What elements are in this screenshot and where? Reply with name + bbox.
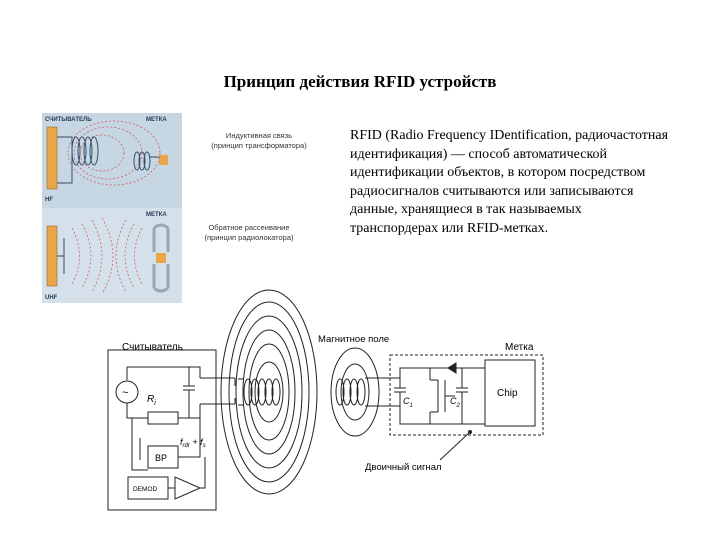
tag-label-bottom: МЕТКА xyxy=(146,212,167,218)
tag-label-top: МЕТКА xyxy=(146,117,167,123)
page-title: Принцип действия RFID устройств xyxy=(223,72,497,91)
inductive-coupling-caption-line1: Индуктивная связь xyxy=(225,131,293,140)
hf-label: HF xyxy=(45,197,53,203)
inductive-coupling-drawing xyxy=(46,120,168,190)
backscatter-caption-line2: (принцип радиолокатора) xyxy=(204,233,294,242)
source-symbol: ~ xyxy=(122,387,128,399)
resistor-ri xyxy=(147,411,179,425)
c1-label: C1 xyxy=(403,396,413,409)
binary-signal-label: Двоичный сигнал xyxy=(365,462,442,473)
chip-block xyxy=(484,359,536,427)
c2-subscript: 2 xyxy=(456,403,461,409)
amplifier-symbol xyxy=(174,476,202,500)
freq-plus: + f xyxy=(190,437,204,447)
freq-s: s xyxy=(203,443,206,449)
rfid-description: RFID (Radio Frequency IDentification, ра… xyxy=(350,128,669,236)
demod-label: DEMOD xyxy=(133,486,158,493)
tag-box xyxy=(389,354,544,436)
inductive-coupling-caption: Индуктивная связь (принцип трансформатор… xyxy=(194,131,324,151)
chip-label: Chip xyxy=(497,388,518,399)
c2-label: C2 xyxy=(450,396,461,409)
ri-subscript: i xyxy=(154,400,156,407)
c1-letter: C xyxy=(403,396,410,406)
tag-title: Метка xyxy=(505,342,534,353)
frequency-label: frdr + fs xyxy=(180,437,206,449)
backscatter-caption-line1: Обратное рассеивание xyxy=(208,223,290,232)
reader-title: Считыватель xyxy=(122,342,183,353)
backscatter-illustration: МЕТКА UHF xyxy=(42,208,182,303)
inductive-coupling-caption-line2: (принцип трансформатора) xyxy=(211,141,307,150)
backscatter-caption: Обратное рассеивание (принцип радиолокат… xyxy=(184,223,314,243)
uhf-label: UHF xyxy=(45,295,58,301)
freq-rdr: rdr xyxy=(183,443,191,449)
bp-label: BP xyxy=(155,453,167,463)
ri-letter: R xyxy=(147,394,154,405)
magnetic-field-label: Магнитное поле xyxy=(318,334,389,345)
reader-label-top: СЧИТЫВАТЕЛЬ xyxy=(45,117,92,123)
inductive-coupling-illustration: СЧИТЫВАТЕЛЬ МЕТКА HF xyxy=(42,113,182,208)
ri-label: Ri xyxy=(147,394,156,407)
backscatter-drawing xyxy=(46,217,170,295)
c1-subscript: 1 xyxy=(410,403,413,409)
reader-box xyxy=(107,349,217,511)
c2-letter: C xyxy=(450,396,457,406)
freq-f: f xyxy=(180,437,184,447)
